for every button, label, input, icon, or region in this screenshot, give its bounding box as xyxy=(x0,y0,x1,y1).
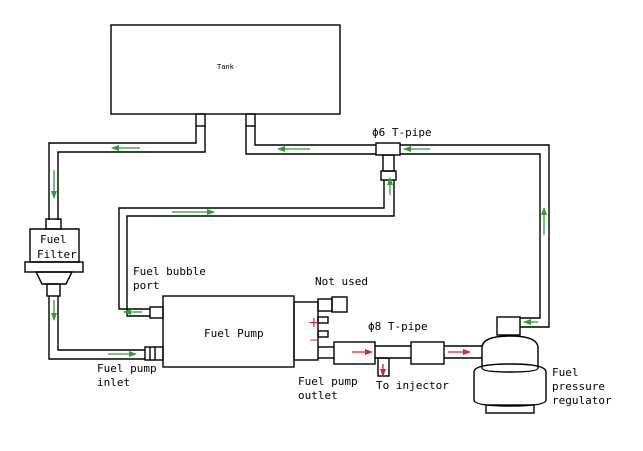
positive-terminal-mark: + xyxy=(308,315,320,331)
bubble-port-label-line1: Fuel bubble xyxy=(133,265,206,278)
fuel-filter-label-line2: Filter xyxy=(37,248,77,261)
tank-return-fitting-right xyxy=(245,113,256,127)
fuel-tank xyxy=(110,24,341,115)
hose-bubble-return xyxy=(118,170,397,317)
regulator-label-line1: Fuel xyxy=(552,366,579,379)
hose-regulator-return xyxy=(400,144,550,328)
pump-outlet-label-line2: outlet xyxy=(298,389,338,402)
tank-outlet-fitting-left xyxy=(195,113,206,127)
not-used-label: Not used xyxy=(315,275,368,288)
hose-tank-to-filter xyxy=(48,126,206,220)
pump-outlet-line xyxy=(318,341,411,365)
fuel-filter-label-line1: Fuel xyxy=(40,233,67,246)
fuel-pump xyxy=(144,295,348,368)
regulator-label-line2: pressure xyxy=(552,380,605,393)
negative-terminal-mark: − xyxy=(309,333,319,347)
t-pipe-8 xyxy=(377,341,482,377)
t-pipe-6-label: ϕ6 T-pipe xyxy=(372,126,432,139)
fuel-pump-label: Fuel Pump xyxy=(204,327,264,340)
hose-filter-to-pump xyxy=(48,296,145,360)
pump-outlet-label-line1: Fuel pump xyxy=(298,375,358,388)
hose-tank-return xyxy=(245,126,376,155)
tank-label: Tank xyxy=(217,63,235,71)
fuel-filter xyxy=(24,218,84,297)
flow-arrows xyxy=(51,145,547,357)
pressure-arrows xyxy=(352,349,471,377)
to-injector-label: To injector xyxy=(376,379,449,392)
pump-inlet-label-line1: Fuel pump xyxy=(97,362,157,375)
t-pipe-8-label: ϕ8 T-pipe xyxy=(368,320,428,333)
t-pipe-6 xyxy=(375,142,401,172)
pump-inlet-label-line2: inlet xyxy=(97,376,130,389)
regulator-label-line3: regulator xyxy=(552,394,612,407)
fuel-pressure-regulator xyxy=(473,316,547,414)
bubble-port-label-line2: port xyxy=(133,279,160,292)
